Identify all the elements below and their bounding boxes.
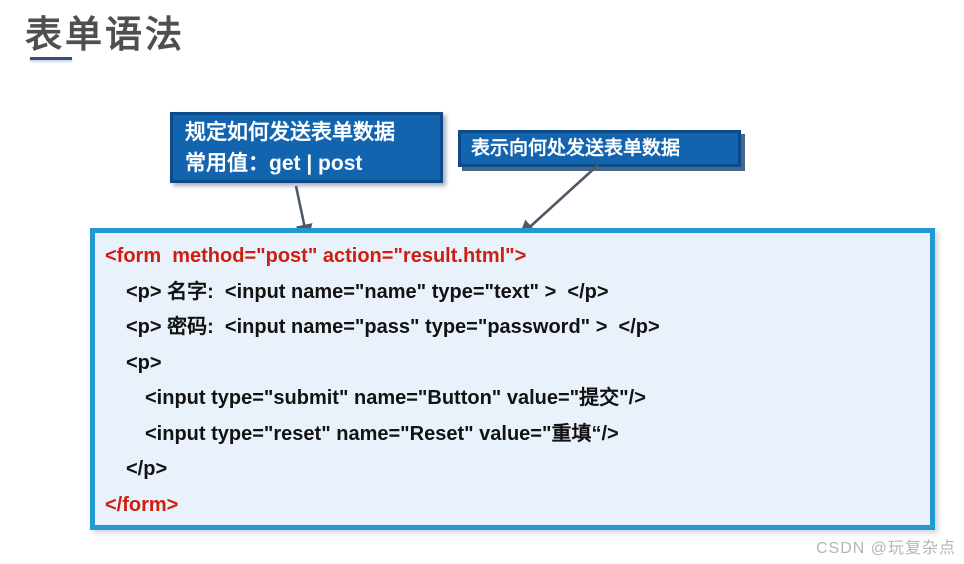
- page-title: 表单语法: [25, 14, 185, 55]
- callout-method-note: 规定如何发送表单数据 常用值：get | post: [170, 112, 443, 183]
- watermark: CSDN @玩复杂点: [815, 540, 956, 557]
- callout-method-line1: 规定如何发送表单数据: [185, 120, 395, 144]
- code-line: <form method="post" action="result.html"…: [105, 245, 527, 267]
- arrow-to-action-icon: [518, 164, 599, 238]
- title-underline: [30, 57, 72, 60]
- code-line: <input type="reset" name="Reset" value="…: [145, 422, 619, 445]
- code-lines: <form method="post" action="result.html"…: [105, 239, 920, 523]
- code-line: <p>: [126, 351, 162, 374]
- code-line: <input type="submit" name="Button" value…: [145, 387, 646, 409]
- code-line: <p> 密码: <input name="pass" type="passwor…: [126, 316, 660, 338]
- code-line: </p>: [126, 458, 168, 480]
- callout-action-line1: 表示向何处发送表单数据: [471, 137, 681, 159]
- callout-action-note: 表示向何处发送表单数据: [458, 130, 741, 167]
- code-line: <p> 名字: <input name="name" type="text" >…: [126, 280, 609, 303]
- code-line: </form>: [105, 493, 179, 516]
- callout-method-line2: 常用值：get | post: [185, 151, 363, 175]
- form-code-block: <form method="post" action="result.html"…: [90, 228, 935, 530]
